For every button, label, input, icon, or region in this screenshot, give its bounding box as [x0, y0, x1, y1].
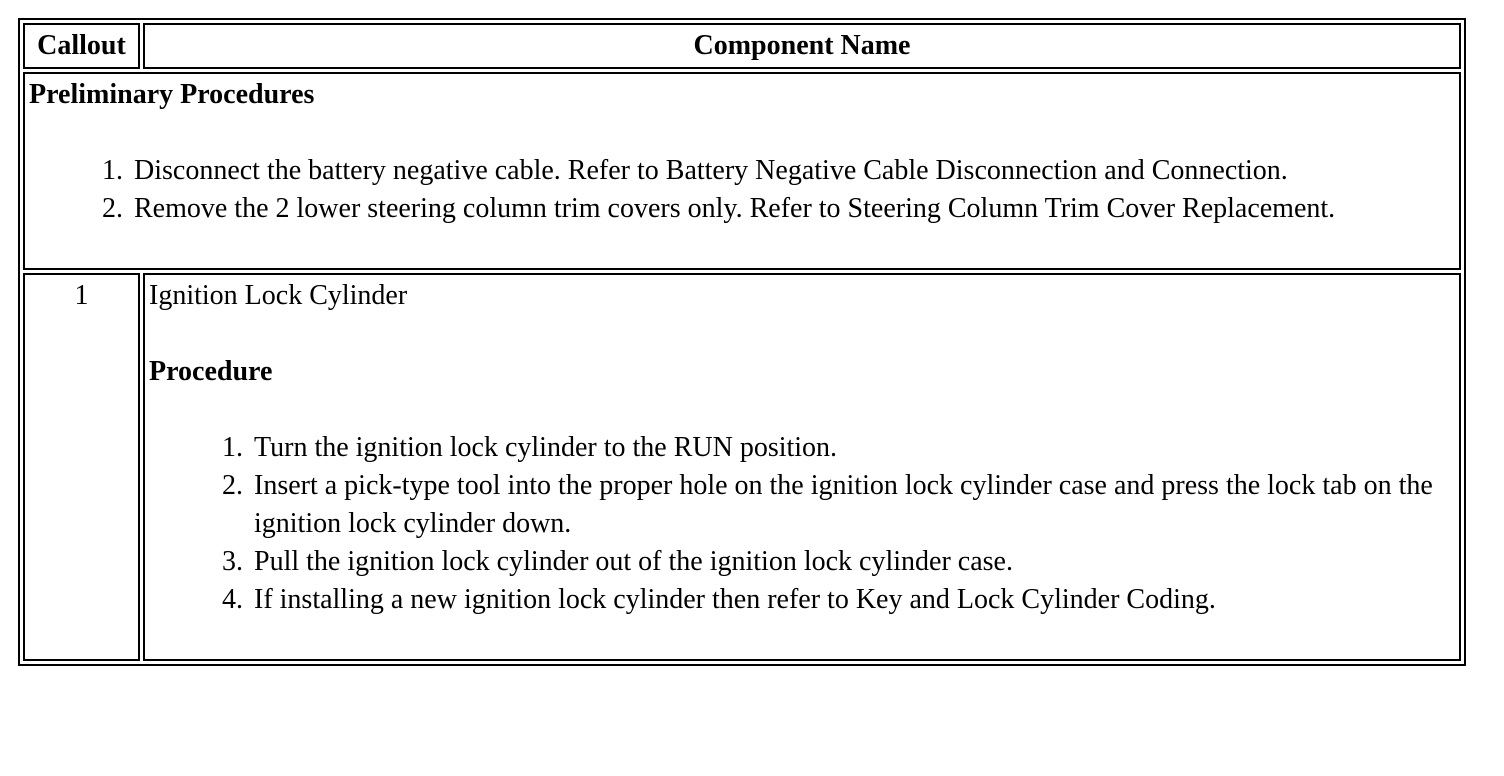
table-row: 1 Ignition Lock Cylinder Procedure Turn …	[23, 273, 1461, 661]
component-title: Ignition Lock Cylinder	[149, 280, 408, 311]
list-item: Insert a pick-type tool into the proper …	[250, 467, 1455, 543]
preliminary-procedures-cell: Preliminary Procedures Disconnect the ba…	[23, 72, 1461, 270]
list-item: Pull the ignition lock cylinder out of t…	[250, 543, 1455, 581]
list-item: If installing a new ignition lock cylind…	[250, 581, 1455, 619]
list-item: Disconnect the battery negative cable. R…	[130, 152, 1455, 190]
component-callout-table: Callout Component Name Preliminary Proce…	[18, 18, 1466, 666]
procedure-label: Procedure	[149, 356, 273, 387]
list-item: Remove the 2 lower steering column trim …	[130, 190, 1455, 228]
preliminary-procedures-title: Preliminary Procedures	[29, 79, 315, 110]
component-cell: Ignition Lock Cylinder Procedure Turn th…	[143, 273, 1461, 661]
preliminary-steps-list: Disconnect the battery negative cable. R…	[29, 152, 1455, 228]
procedure-steps-list: Turn the ignition lock cylinder to the R…	[149, 429, 1455, 619]
list-item: Turn the ignition lock cylinder to the R…	[250, 429, 1455, 467]
header-row: Callout Component Name	[23, 23, 1461, 69]
preliminary-procedures-row: Preliminary Procedures Disconnect the ba…	[23, 72, 1461, 270]
callout-column-header: Callout	[23, 23, 140, 69]
callout-number-cell: 1	[23, 273, 140, 661]
component-name-column-header: Component Name	[143, 23, 1461, 69]
